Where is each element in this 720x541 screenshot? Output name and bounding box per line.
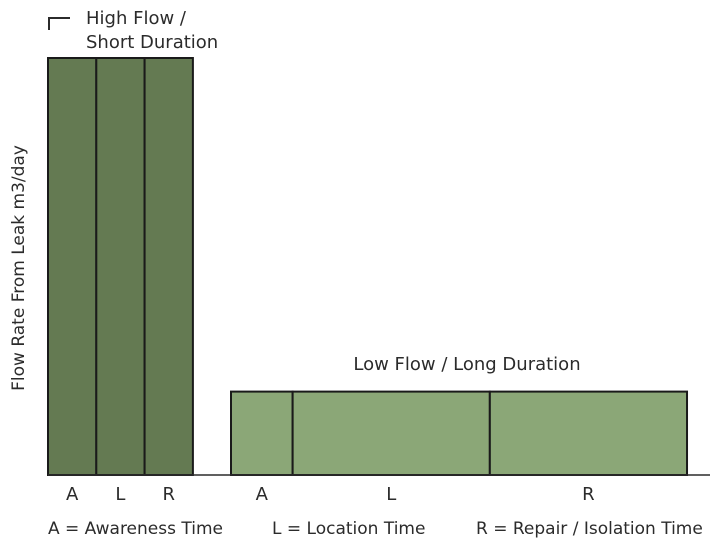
high-flow-letter-r: R [162, 484, 175, 505]
high-flow-letter-a: A [66, 484, 79, 505]
low-flow-bar-a [230, 390, 294, 477]
high-flow-letter-l: L [115, 484, 125, 505]
legend-awareness: A = Awareness Time [48, 519, 223, 539]
legend-repair: R = Repair / Isolation Time [476, 519, 703, 539]
high-flow-bar-a [47, 57, 98, 476]
low-flow-bar-r [488, 390, 689, 477]
low-flow-letter-a: A [256, 484, 269, 505]
y-axis-label: Flow Rate From Leak m3/day [9, 145, 29, 391]
high-flow-bracket [48, 17, 70, 30]
high-flow-label-line1: High Flow / [86, 8, 187, 29]
high-flow-label-line2: Short Duration [86, 32, 218, 53]
low-flow-label: Low Flow / Long Duration [353, 354, 580, 375]
high-flow-bar-l [95, 57, 146, 476]
low-flow-letter-r: R [582, 484, 595, 505]
legend-location: L = Location Time [272, 519, 425, 539]
low-flow-letter-l: L [386, 484, 396, 505]
high-flow-bar-r [143, 57, 194, 476]
low-flow-bar-l [291, 390, 491, 477]
duration-bars [47, 57, 689, 477]
